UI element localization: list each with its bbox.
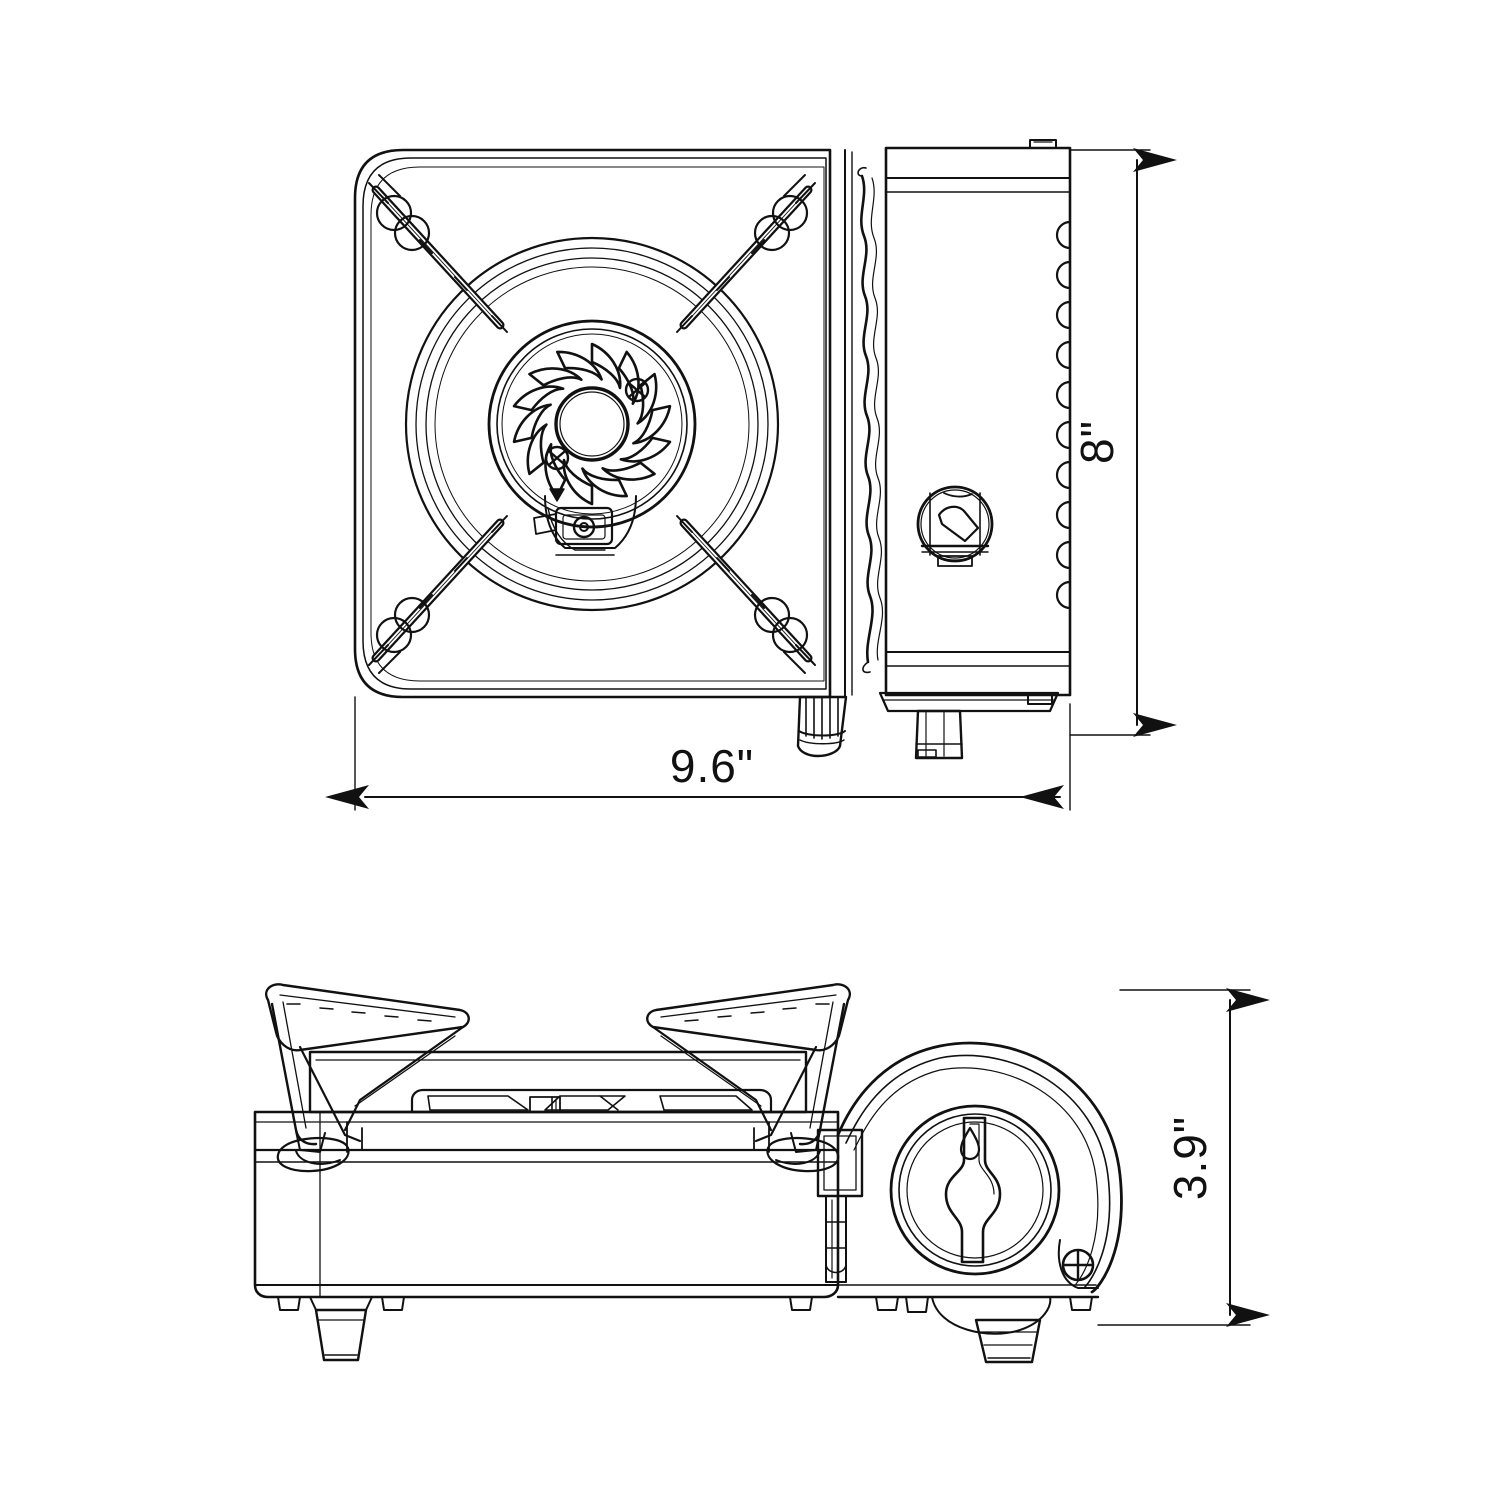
lid-grip-ridges <box>1055 220 1072 610</box>
burner-cap <box>487 319 697 529</box>
feet <box>277 1296 1093 1364</box>
dimension-depth <box>1069 148 1177 737</box>
dimension-width <box>325 696 1071 811</box>
foot-right-a <box>875 1296 899 1311</box>
burner-center-hub <box>554 386 630 462</box>
pot-support-grate <box>368 174 816 674</box>
foot-far-right <box>1069 1296 1093 1311</box>
cartridge-housing <box>816 1041 1123 1299</box>
hinge-screw <box>1057 1239 1099 1289</box>
dimension-label-width: 9.6" <box>670 740 754 792</box>
foot-mid-a <box>381 1296 405 1311</box>
control-knob-side[interactable] <box>889 1104 1061 1276</box>
grate-arm-sw <box>368 515 508 674</box>
drip-pan-rings <box>404 236 780 612</box>
foot-right-large <box>931 1296 1052 1364</box>
top-view <box>353 139 1072 760</box>
side-view <box>253 983 1123 1364</box>
dimension-height <box>1097 988 1270 1327</box>
grate-arm-ne <box>676 174 816 333</box>
burner-screw-upper-right <box>624 377 650 403</box>
burner-screws <box>544 377 650 471</box>
foot-mid-b <box>789 1296 813 1311</box>
dimension-label-height: 3.9" <box>1164 1116 1216 1200</box>
burner-screw-lower-left <box>544 445 570 471</box>
stove-base-body <box>253 1110 840 1299</box>
foot-left-small <box>277 1296 301 1311</box>
igniter-assembly <box>533 488 637 556</box>
cartridge-compartment-cover <box>844 139 1072 705</box>
burner-flame-ports <box>512 342 672 506</box>
grate-arm-se <box>676 515 816 674</box>
flame-icon <box>959 1126 981 1161</box>
pot-support-wing-right <box>646 983 851 1173</box>
pot-support-wing-left <box>265 983 470 1173</box>
foot-top-view <box>878 691 1060 760</box>
grate-arm-nw <box>368 174 508 333</box>
stove-body-outline <box>353 148 832 699</box>
dimension-label-depth: 8" <box>1071 420 1123 464</box>
release-lever-knob[interactable] <box>796 695 848 758</box>
foot-right-b <box>905 1296 929 1313</box>
control-knob-top[interactable] <box>916 485 994 567</box>
foot-left-large <box>309 1296 373 1362</box>
